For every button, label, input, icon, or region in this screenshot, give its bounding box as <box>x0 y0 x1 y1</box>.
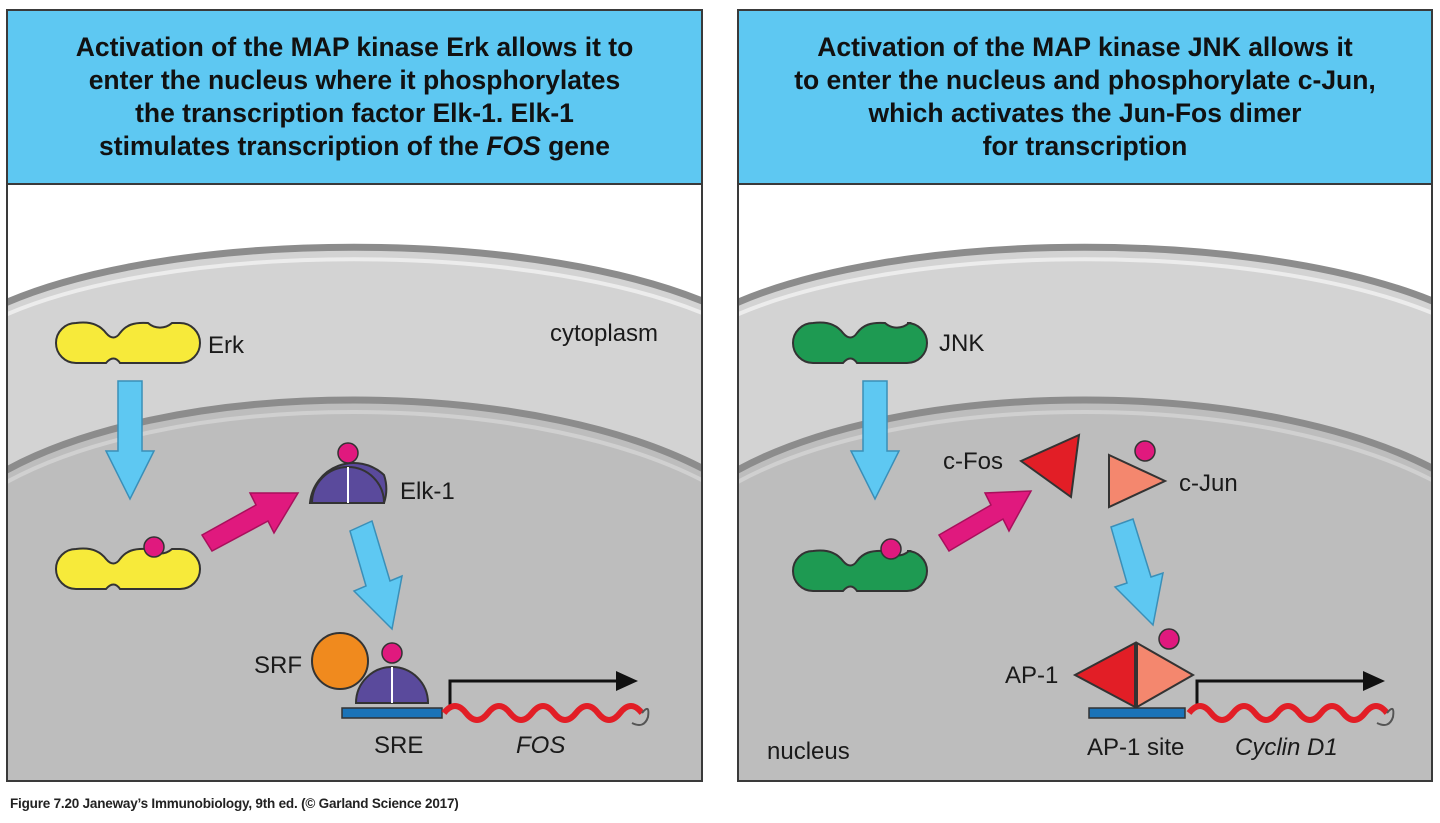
cjun-shape <box>1108 453 1168 509</box>
jnk-phosphate <box>880 538 902 560</box>
nuclear-envelope-right <box>739 396 1431 780</box>
erk-diagram: Erk cytoplasm Elk-1 SRF SRE FO <box>8 243 701 780</box>
nuclear-envelope-inner-right <box>739 410 1431 484</box>
nuclear-envelope-inner-left <box>8 410 701 484</box>
erk-title-line-1: Activation of the MAP kinase Erk allows … <box>75 32 634 62</box>
jnk-title-line-4: for transcription <box>982 131 1188 161</box>
sre-element <box>341 707 443 719</box>
erk-title-line-2: enter the nucleus where it phosphorylate… <box>88 65 621 95</box>
erk-pathway-panel: Activation of the MAP kinase Erk allows … <box>6 9 703 782</box>
jnk-panel-header: Activation of the MAP kinase JNK allows … <box>739 11 1431 185</box>
ap1-label: AP-1 <box>1005 662 1058 689</box>
srf-label: SRF <box>254 652 302 679</box>
elk1-binding-arrow <box>349 519 403 631</box>
ap1-site-label: AP-1 site <box>1087 734 1184 761</box>
jnk-phosphorylation-arrow <box>937 490 1033 553</box>
erk-title-gene: FOS <box>486 131 541 161</box>
jnk-panel-title: Activation of the MAP kinase JNK allows … <box>782 31 1388 163</box>
erk-title-line-3: the transcription factor Elk-1. Elk-1 <box>135 98 574 128</box>
sre-label: SRE <box>374 732 423 759</box>
ap1-site-element <box>1088 707 1186 719</box>
erk-title-line-4: stimulates transcription of the FOS gene <box>76 130 634 163</box>
ap1-phosphate <box>1158 628 1180 650</box>
fos-gene-tail <box>631 707 650 726</box>
erk-panel-title: Activation of the MAP kinase Erk allows … <box>64 31 646 163</box>
cyclin-transcription-arrowhead <box>1363 671 1385 691</box>
srf-shape <box>311 632 369 690</box>
phospho-jnk-shape <box>792 549 928 592</box>
cyclin-gene-wave <box>1186 703 1390 723</box>
erk-title-line-4-post: gene <box>540 131 610 161</box>
erk-translocation-arrow <box>104 380 156 501</box>
figure-caption: Figure 7.20 Janeway’s Immunobiology, 9th… <box>10 796 459 811</box>
erk-kinase-shape <box>55 321 201 364</box>
elk1-phosphate <box>337 442 359 464</box>
cytoplasm-label: cytoplasm <box>550 320 658 347</box>
fos-gene-wave <box>441 703 645 723</box>
cyclin-gene-label: Cyclin D1 <box>1235 734 1338 761</box>
jnk-kinase-shape <box>792 321 928 364</box>
jnk-pathway-panel: Activation of the MAP kinase JNK allows … <box>737 9 1433 782</box>
jnk-title-line-1: Activation of the MAP kinase JNK allows … <box>817 32 1353 62</box>
cell-membrane-inner-left <box>8 257 701 316</box>
ap1-binding-arrow <box>1110 518 1164 627</box>
cyclin-transcription-start <box>1195 679 1367 705</box>
cfos-label: c-Fos <box>943 448 1003 475</box>
erk-phosphate <box>143 536 165 558</box>
erk-phosphorylation-arrow <box>200 492 300 552</box>
fos-transcription-start <box>448 679 620 705</box>
elk1-label: Elk-1 <box>400 478 455 505</box>
jnk-title-line-2: to enter the nucleus and phosphorylate c… <box>794 65 1376 95</box>
cfos-shape <box>1019 433 1081 499</box>
jnk-translocation-arrow <box>849 380 901 501</box>
ap1-fos-shape <box>1072 641 1136 709</box>
fos-gene-label: FOS <box>516 732 565 759</box>
elk1-bound-phosphate <box>381 642 403 664</box>
cell-membrane-inner-right <box>739 257 1431 316</box>
cjun-phosphate <box>1134 440 1156 462</box>
nucleus-label: nucleus <box>767 738 850 765</box>
fos-transcription-arrowhead <box>616 671 638 691</box>
jnk-diagram: JNK c-Fos c-Jun AP-1 AP-1 site Cyclin D1 <box>739 243 1431 780</box>
erk-label: Erk <box>208 332 245 359</box>
phospho-erk-shape <box>55 547 201 590</box>
ap1-jun-shape <box>1136 641 1196 709</box>
jnk-title-line-3: which activates the Jun-Fos dimer <box>868 98 1302 128</box>
erk-title-line-4-pre: stimulates transcription of the <box>99 131 487 161</box>
cyclin-gene-tail <box>1376 707 1395 726</box>
jnk-label: JNK <box>939 330 984 357</box>
cjun-label: c-Jun <box>1179 470 1238 497</box>
erk-panel-header: Activation of the MAP kinase Erk allows … <box>8 11 701 185</box>
